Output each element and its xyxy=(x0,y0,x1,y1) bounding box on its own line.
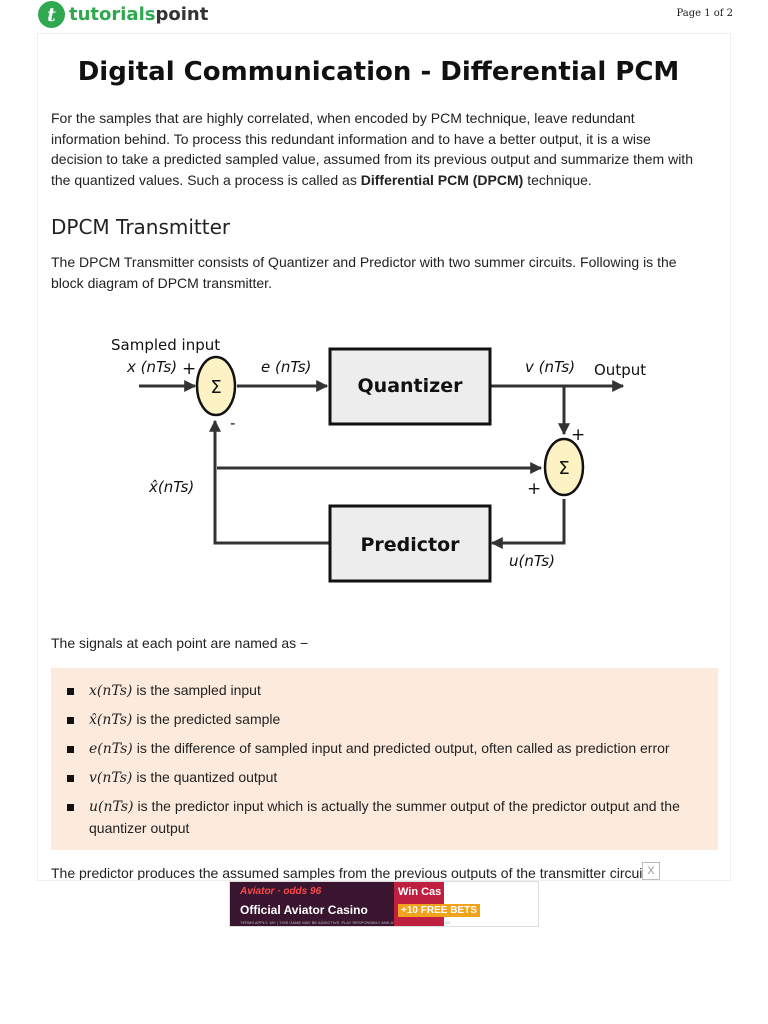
quantizer-block xyxy=(328,347,492,426)
advertisement-area: Aviator · odds 96 Official Aviator Casin… xyxy=(37,880,731,973)
intro-paragraph: For the samples that are highly correlat… xyxy=(51,108,706,190)
closing-paragraph: The predictor produces the assumed sampl… xyxy=(51,865,651,881)
bullet-icon xyxy=(67,804,74,811)
signal-description: is the predictor input which is actually… xyxy=(89,798,680,836)
intro-text: For the samples that are highly correlat… xyxy=(51,110,693,188)
page-number: Page 1 of 2 xyxy=(676,8,733,19)
signals-list: x(nTs)is the sampled input x̂(nTs)is the… xyxy=(51,668,718,839)
signals-list-box: x(nTs)is the sampled input x̂(nTs)is the… xyxy=(51,668,718,850)
list-item: e(nTs)is the difference of sampled input… xyxy=(51,738,718,760)
sampled-input-label: Sampled input xyxy=(111,336,220,354)
ad-brand: Aviator · odds 96 xyxy=(240,886,322,897)
signal-symbol: e(nTs) xyxy=(89,741,133,757)
ad-title: Official Aviator Casino xyxy=(240,903,368,917)
diagram-svg: Σ Σ Quantizer Predictor Sampled input x … xyxy=(111,336,646,583)
bullet-icon xyxy=(67,717,74,724)
intro-end: technique. xyxy=(523,171,592,188)
section-paragraph: The DPCM Transmitter consists of Quantiz… xyxy=(51,254,677,291)
quantizer-label: Quantizer xyxy=(358,375,464,397)
input-summer-sigma: Σ xyxy=(210,377,221,398)
e-label: e (nTs) xyxy=(261,358,311,376)
logo-text-tutorials: tutorials xyxy=(69,4,156,25)
page-title: Digital Communication - Differential PCM xyxy=(77,57,680,87)
list-item: v(nTs)is the quantized output xyxy=(51,767,718,789)
signal-symbol: v(nTs) xyxy=(89,770,133,786)
intro-bold-term: Differential PCM (DPCM) xyxy=(360,171,524,188)
signal-symbol: u(nTs) xyxy=(89,799,134,815)
bullet-icon xyxy=(67,746,74,753)
output-summer-plus-left: + xyxy=(527,479,541,499)
bullet-icon xyxy=(67,688,74,695)
section-heading: DPCM Transmitter xyxy=(51,215,231,239)
bullet-icon xyxy=(67,775,74,782)
x-label: x (nTs) xyxy=(126,358,177,376)
output-label: Output xyxy=(594,361,646,379)
list-item: u(nTs)is the predictor input which is ac… xyxy=(51,796,718,839)
signals-intro: The signals at each point are named as − xyxy=(51,635,309,651)
output-summer-sigma: Σ xyxy=(558,458,569,479)
predictor-feedback-arrow xyxy=(209,419,330,545)
signal-symbol: x(nTs) xyxy=(89,683,133,699)
predictor-block xyxy=(328,504,492,583)
output-summer-plus-top: + xyxy=(571,425,585,445)
ad-bonus-badge: +10 FREE BETS xyxy=(398,904,480,917)
ad-right-panel: Win Cas +10 FREE BETS xyxy=(394,882,480,926)
ad-close-icon[interactable]: X xyxy=(642,862,660,880)
signal-symbol: x̂(nTs) xyxy=(89,712,133,728)
u-label: u(nTs) xyxy=(509,552,555,570)
predictor-label: Predictor xyxy=(360,534,460,556)
list-item: x(nTs)is the sampled input xyxy=(51,680,718,702)
logo-text: tutorialspoint xyxy=(69,4,208,25)
logo-icon: t xyxy=(38,1,65,28)
v-label: v (nTs) xyxy=(525,358,575,376)
signal-description: is the difference of sampled input and p… xyxy=(136,740,670,756)
logo-text-point: point xyxy=(155,4,209,25)
dpcm-transmitter-diagram: Σ Σ Quantizer Predictor Sampled input x … xyxy=(51,334,706,604)
tutorialspoint-logo[interactable]: t tutorialspoint xyxy=(38,1,208,28)
input-plus-sign: + xyxy=(182,359,196,379)
ad-banner[interactable]: Aviator · odds 96 Official Aviator Casin… xyxy=(229,881,539,927)
output-summer-circle xyxy=(543,437,585,497)
signal-description: is the sampled input xyxy=(136,682,261,698)
list-item: x̂(nTs)is the predicted sample xyxy=(51,709,718,731)
xhat-label: x̂(nTs) xyxy=(148,478,194,496)
summer-to-predictor-arrow xyxy=(490,499,566,549)
signal-description: is the quantized output xyxy=(136,769,278,785)
input-minus-sign: - xyxy=(230,414,235,432)
article-content: Digital Communication - Differential PCM… xyxy=(51,50,718,881)
signal-description: is the predicted sample xyxy=(136,711,281,727)
ad-right-title: Win Cas xyxy=(398,886,442,898)
top-bar: t tutorialspoint Page 1 of 2 xyxy=(0,0,768,30)
ad-fine-print: TERMS APPLY. 18+ | THIS GAME MAY BE ADDI… xyxy=(240,920,452,925)
input-summer-circle xyxy=(195,355,237,417)
